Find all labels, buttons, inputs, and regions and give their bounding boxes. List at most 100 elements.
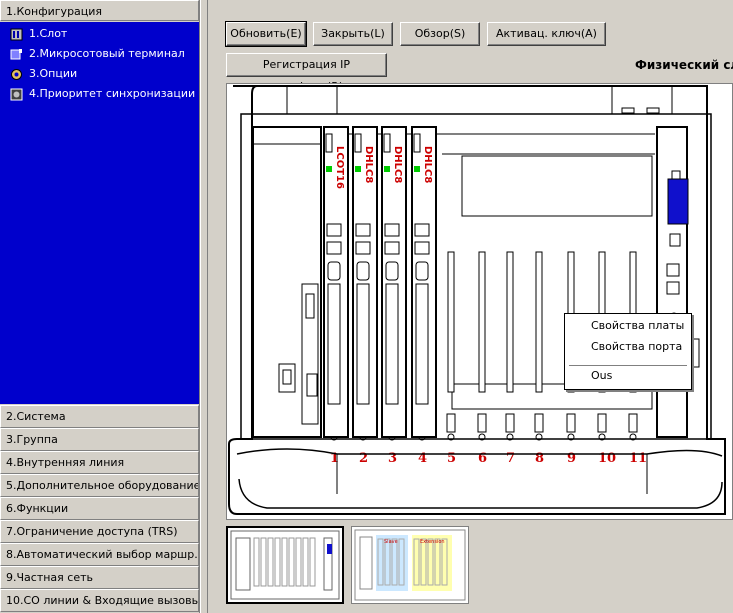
slot-number: 5: [447, 451, 456, 466]
nav-item-group[interactable]: 3.Группа: [0, 428, 199, 451]
nav-item-features[interactable]: 6.Функции: [0, 497, 199, 520]
nav-item-extension[interactable]: 4.Внутренняя линия: [0, 451, 199, 474]
slot-screw-icon: [506, 433, 514, 441]
card-edge: [356, 283, 370, 405]
card-edge: [327, 283, 341, 405]
context-menu: Свойства платы Свойства порта Ous: [564, 313, 692, 390]
slot-number: 9: [567, 451, 576, 466]
slot-screw-icon: [598, 433, 606, 441]
page-title: Физический сл: [635, 58, 733, 72]
card-port: [355, 223, 371, 237]
card-latch: [354, 133, 362, 153]
slot-socket: [566, 413, 576, 433]
slot-screw-icon: [567, 433, 575, 441]
config-tree: 1.Слот 2.Микросотовый терминал 3.Опции 4…: [0, 22, 199, 404]
nav-item-trs[interactable]: 7.Ограничение доступа (TRS): [0, 520, 199, 543]
menu-separator: [569, 365, 687, 366]
register-ip-phone-button[interactable]: Регистрация IP телефона(R): [226, 53, 387, 93]
empty-slot-6[interactable]: [478, 251, 486, 393]
slot-socket: [446, 413, 456, 433]
empty-slot-5[interactable]: [447, 251, 455, 393]
tree-item-micro-terminal[interactable]: 2.Микросотовый терминал: [0, 44, 199, 64]
card-led-icon: [326, 166, 332, 172]
nav-item-optional-equipment[interactable]: 5.Дополнительное оборудование: [0, 474, 199, 497]
refresh-button[interactable]: Обновить(E): [225, 21, 307, 47]
slot-screw-icon: [535, 433, 543, 441]
thumbnail-1-image: [230, 530, 340, 600]
thumbnail-label-slave: Slave: [384, 539, 398, 545]
card-port: [355, 241, 371, 255]
main-panel: Обновить(E) Закрыть(L) Обзор(S) Активац.…: [209, 0, 733, 613]
card-port: [326, 241, 342, 255]
slot-number: 1: [330, 451, 339, 466]
card-connector: [356, 261, 370, 281]
nav-item-private-network[interactable]: 9.Частная сеть: [0, 566, 199, 589]
thumbnail-label-extension: Extension: [420, 539, 445, 545]
card-label: LCOT16: [334, 146, 345, 189]
activation-key-button[interactable]: Активац. ключ(A): [487, 22, 606, 46]
card-edge: [415, 283, 429, 405]
splitter[interactable]: [200, 0, 208, 613]
slot-screw-icon: [478, 433, 486, 441]
card-body: [352, 126, 378, 438]
slot-number: 2: [359, 451, 368, 466]
sync-icon: [10, 88, 23, 100]
tree-item-options[interactable]: 3.Опции: [0, 64, 199, 84]
card-port: [384, 223, 400, 237]
slot-number: 3: [388, 451, 397, 466]
card-port: [384, 241, 400, 255]
slot-number: 4: [418, 451, 427, 466]
card-led-icon: [414, 166, 420, 172]
slot-card-1[interactable]: LCOT16: [323, 126, 349, 438]
slot-screw-icon: [447, 433, 455, 441]
terminal-icon: [10, 48, 22, 59]
slot-card-4[interactable]: DHLC8: [411, 126, 437, 438]
close-button[interactable]: Закрыть(L): [313, 22, 393, 46]
slot-card-2[interactable]: DHLC8: [352, 126, 378, 438]
slot-socket: [505, 413, 515, 433]
card-connector: [415, 261, 429, 281]
board-properties-menu-item[interactable]: Свойства платы: [591, 319, 685, 332]
empty-slot-8[interactable]: [535, 251, 543, 393]
thumbnail-cabinet-2[interactable]: Slave Extension: [351, 526, 469, 604]
nav-list: 2.Система 3.Группа 4.Внутренняя линия 5.…: [0, 405, 199, 612]
slot-number: 8: [535, 451, 544, 466]
card-label: DHLC8: [363, 146, 374, 183]
card-latch: [383, 133, 391, 153]
card-connector: [385, 261, 399, 281]
card-label: DHLC8: [392, 146, 403, 183]
nav-item-co-lines[interactable]: 10.CO линии & Входящие вызовы: [0, 589, 199, 612]
thumbnail-cabinet-1[interactable]: [226, 526, 344, 604]
slot-card-3[interactable]: DHLC8: [381, 126, 407, 438]
tree-item-sync-priority[interactable]: 4.Приоритет синхронизации: [0, 84, 199, 104]
nav-header-configuration[interactable]: 1.Конфигурация: [0, 0, 199, 21]
card-connector: [327, 261, 341, 281]
slot-icon: [10, 28, 23, 40]
nav-item-system[interactable]: 2.Система: [0, 405, 199, 428]
slot-socket: [477, 413, 487, 433]
card-port: [414, 223, 430, 237]
ous-menu-item[interactable]: Ous: [591, 369, 613, 382]
browse-button[interactable]: Обзор(S): [400, 22, 480, 46]
card-edge: [385, 283, 399, 405]
options-icon: [11, 68, 22, 80]
card-label: DHLC8: [422, 146, 433, 183]
card-latch: [413, 133, 421, 153]
sidebar: 1.Конфигурация 1.Слот 2.Микросотовый тер…: [0, 0, 200, 613]
card-led-icon: [384, 166, 390, 172]
empty-slot-7[interactable]: [506, 251, 514, 393]
thumbnail-2-image: [354, 529, 466, 601]
slot-socket: [597, 413, 607, 433]
slot-socket: [534, 413, 544, 433]
slot-screw-icon: [629, 433, 637, 441]
nav-item-ars[interactable]: 8.Автоматический выбор маршр...: [0, 543, 199, 566]
slot-number: 6: [478, 451, 487, 466]
tree-item-slot[interactable]: 1.Слот: [0, 24, 199, 44]
slot-socket: [628, 413, 638, 433]
port-properties-menu-item[interactable]: Свойства порта: [591, 340, 683, 353]
card-port: [326, 223, 342, 237]
slot-number: 7: [506, 451, 515, 466]
card-led-icon: [355, 166, 361, 172]
